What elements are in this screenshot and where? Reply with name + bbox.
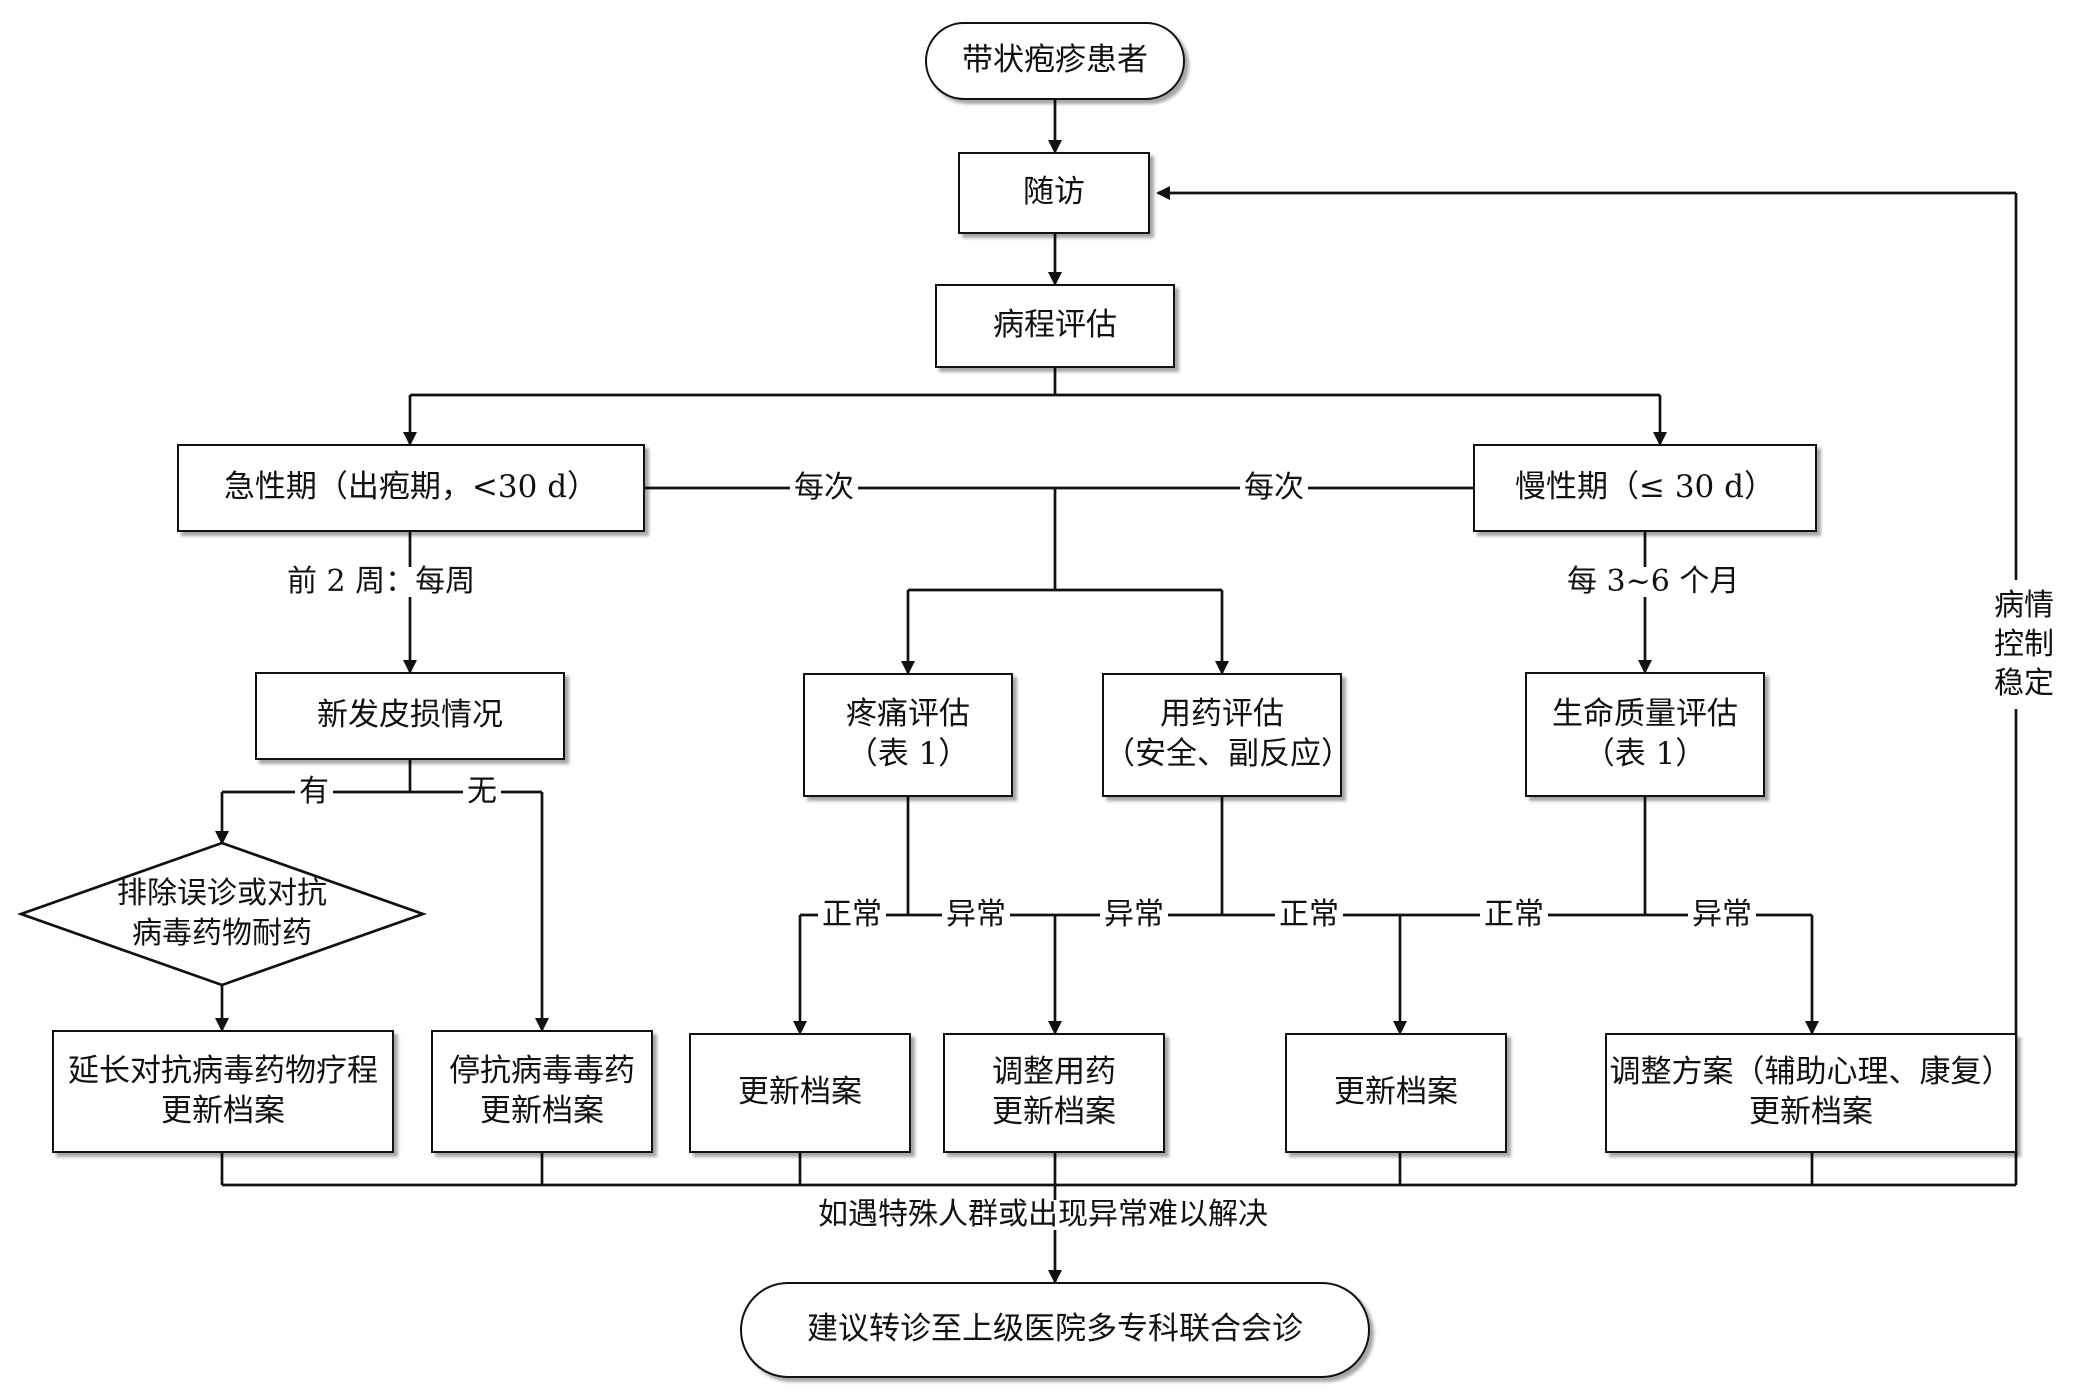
stop-line-2: 更新档案 — [480, 1092, 604, 1129]
pain-line-1: 疼痛评估 — [846, 696, 970, 733]
node-exclude: 排除误诊或对抗 病毒药物耐药 — [62, 874, 382, 953]
label-first-two-weeks: 前 2 周：每周 — [283, 567, 480, 597]
node-start: 带状疱疹患者 — [925, 22, 1185, 100]
node-adjust-med: 调整用药 更新档案 — [943, 1033, 1165, 1153]
node-adjust-plan: 调整方案（辅助心理、康复） 更新档案 — [1605, 1033, 2017, 1153]
qol-line-1: 生命质量评估 — [1552, 695, 1738, 732]
node-update-1: 更新档案 — [689, 1033, 911, 1153]
qol-line-2: （表 1） — [1583, 735, 1707, 772]
adjust-plan-line-1: 调整方案（辅助心理、康复） — [1609, 1054, 2013, 1091]
label-abnormal-med: 异常 — [1100, 900, 1168, 930]
node-acute: 急性期（出疱期，<30 d） — [177, 444, 645, 532]
exclude-line-1: 排除误诊或对抗 — [117, 876, 327, 911]
label-normal-pain: 正常 — [818, 900, 886, 930]
medication-line-1: 用药评估 — [1160, 696, 1284, 733]
extend-line-2: 更新档案 — [161, 1092, 285, 1129]
node-update-2: 更新档案 — [1285, 1033, 1507, 1153]
label-every-3-6-months: 每 3~6 个月 — [1563, 567, 1744, 597]
node-medication: 用药评估 （安全、副反应） — [1102, 673, 1352, 797]
stable-line-1: 病情 — [1994, 588, 2054, 623]
node-referral: 建议转诊至上级医院多专科联合会诊 — [740, 1282, 1370, 1378]
stable-line-2: 控制 — [1994, 627, 2054, 662]
adjust-med-line-1: 调整用药 — [992, 1054, 1116, 1091]
medication-line-2: （安全、副反应） — [1104, 736, 1352, 772]
pain-line-2: （表 1） — [846, 736, 970, 772]
stable-line-3: 稳定 — [1994, 666, 2054, 701]
adjust-plan-line-2: 更新档案 — [1749, 1094, 1873, 1130]
label-normal-med: 正常 — [1275, 900, 1343, 930]
extend-line-1: 延长对抗病毒药物疗程 — [68, 1052, 378, 1089]
label-every-time-right: 每次 — [1240, 473, 1308, 503]
label-special-case: 如遇特殊人群或出现异常难以解决 — [814, 1200, 1272, 1230]
label-no: 无 — [463, 777, 501, 807]
decision-diamond — [16, 841, 428, 987]
label-every-time-left: 每次 — [790, 473, 858, 503]
node-qol: 生命质量评估 （表 1） — [1525, 672, 1765, 797]
label-normal-qol: 正常 — [1480, 900, 1548, 930]
label-stable: 病情 控制 稳定 — [1990, 580, 2058, 709]
node-chronic: 慢性期（≤ 30 d） — [1473, 444, 1817, 532]
node-pain: 疼痛评估 （表 1） — [803, 673, 1013, 797]
node-new-lesion: 新发皮损情况 — [255, 672, 565, 760]
exclude-line-2: 病毒药物耐药 — [132, 915, 312, 951]
label-abnormal-qol: 异常 — [1688, 900, 1756, 930]
label-abnormal-pain: 异常 — [942, 900, 1010, 930]
node-assessment: 病程评估 — [935, 284, 1175, 368]
label-yes: 有 — [295, 777, 333, 807]
node-followup: 随访 — [958, 152, 1150, 234]
node-stop: 停抗病毒毒药 更新档案 — [431, 1030, 653, 1153]
node-extend: 延长对抗病毒药物疗程 更新档案 — [52, 1030, 394, 1153]
stop-line-1: 停抗病毒毒药 — [449, 1052, 635, 1089]
adjust-med-line-2: 更新档案 — [992, 1094, 1116, 1130]
